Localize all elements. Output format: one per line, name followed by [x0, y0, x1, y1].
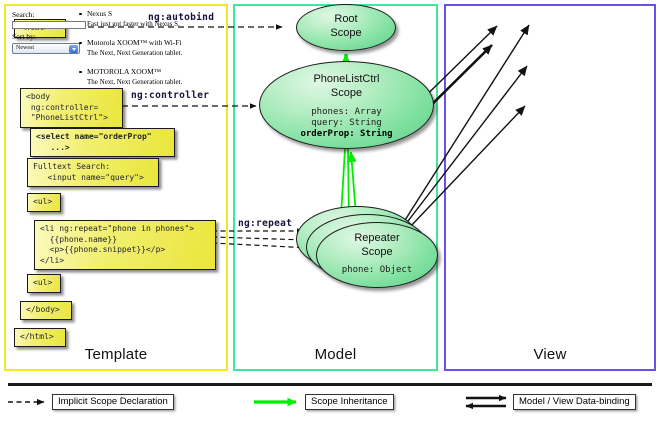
phone-snippet: Fast just got faster with Nexus S.: [87, 20, 180, 28]
ng-autobind-label: ng:autobind: [148, 12, 215, 23]
phone-name: MOTOROLA XOOM™: [78, 66, 206, 77]
phonelistctrl-scope-title-1: PhoneListCtrl: [313, 73, 380, 85]
sort-label: Sort by:: [12, 32, 36, 41]
panel-model-label: Model: [314, 346, 357, 363]
list-item[interactable]: Motorola XOOM™ with Wi-Fi The Next, Next…: [78, 37, 206, 59]
root-scope[interactable]: Root Scope: [296, 4, 396, 51]
phonelistctrl-prop-query: query: String: [311, 118, 382, 128]
legend-divider: [8, 383, 652, 386]
legend-model-view-data-binding-label: Model / View Data-binding: [513, 394, 636, 410]
panel-view-label: View: [533, 346, 567, 363]
search-label: Search:: [12, 10, 35, 19]
phonelistctrl-prop-phones: phones: Array: [311, 107, 382, 117]
repeater-scope[interactable]: Repeater Scope phone: Object: [316, 222, 438, 288]
repeater-prop-phone: phone: Object: [341, 265, 413, 275]
body-controller-tag[interactable]: <body ng:controller= "PhoneListCtrl">: [20, 88, 123, 128]
sort-by-selected-value: Newest: [16, 45, 34, 51]
phone-list: Nexus S Fast just got faster with Nexus …: [78, 8, 206, 95]
ng-repeat-label: ng:repeat: [238, 218, 293, 229]
repeater-scope-title-2: Scope: [361, 246, 393, 258]
view-form: Search: Sort by: Newest: [12, 10, 104, 54]
panel-template-label: Template: [84, 346, 148, 363]
fulltext-search-input[interactable]: Fulltext Search: <input name="query">: [27, 158, 159, 187]
phone-name: Motorola XOOM™ with Wi-Fi: [78, 37, 206, 48]
sort-by-select[interactable]: Newest: [12, 43, 80, 54]
phonelistctrl-prop-orderprop: orderProp: String: [300, 129, 393, 139]
legend-implicit-scope-declaration-label: Implicit Scope Declaration: [52, 394, 174, 410]
phone-snippet: The Next, Next Generation tablet.: [87, 49, 183, 57]
arrow-repeater-to-phone-2: [394, 65, 528, 239]
phonelistctrl-scope-title-2: Scope: [330, 87, 363, 99]
legend: Implicit Scope Declaration Scope Inherit…: [0, 383, 660, 421]
list-item[interactable]: MOTOROLA XOOM™ The Next, Next Generation…: [78, 66, 206, 88]
html-close-tag[interactable]: </html>: [14, 328, 66, 347]
root-scope-title-1: Root: [334, 13, 358, 25]
li-ngrepeat-block[interactable]: <li ng:repeat="phone in phones"> {{phone…: [34, 220, 216, 270]
select-orderprop-tag[interactable]: <select name="orderProp" ...>: [30, 128, 175, 157]
arrow-inheritance-repeater-1: [340, 148, 346, 217]
repeater-scope-title-1: Repeater: [354, 232, 400, 244]
ng-controller-label: ng:controller: [131, 90, 210, 101]
legend-scope-inheritance-label: Scope Inheritance: [305, 394, 394, 410]
search-input[interactable]: [12, 21, 86, 29]
ul-open-tag[interactable]: <ul>: [27, 193, 61, 212]
phone-name: Nexus S: [78, 8, 206, 19]
arrow-ng-repeat-2: [211, 236, 308, 243]
ul-close-tag[interactable]: <ul>: [27, 274, 61, 293]
body-close-tag[interactable]: </body>: [20, 301, 72, 320]
list-item[interactable]: Nexus S Fast just got faster with Nexus …: [78, 8, 206, 30]
root-scope-title-2: Scope: [330, 27, 362, 39]
phonelistctrl-scope[interactable]: PhoneListCtrl Scope phones: Array query:…: [259, 61, 434, 149]
arrow-repeater-to-phone-1: [399, 24, 530, 229]
phone-snippet: The Next, Next Generation tablet.: [87, 78, 183, 86]
legend-arrow-layer: [8, 394, 507, 410]
chevron-down-icon: [69, 45, 78, 53]
